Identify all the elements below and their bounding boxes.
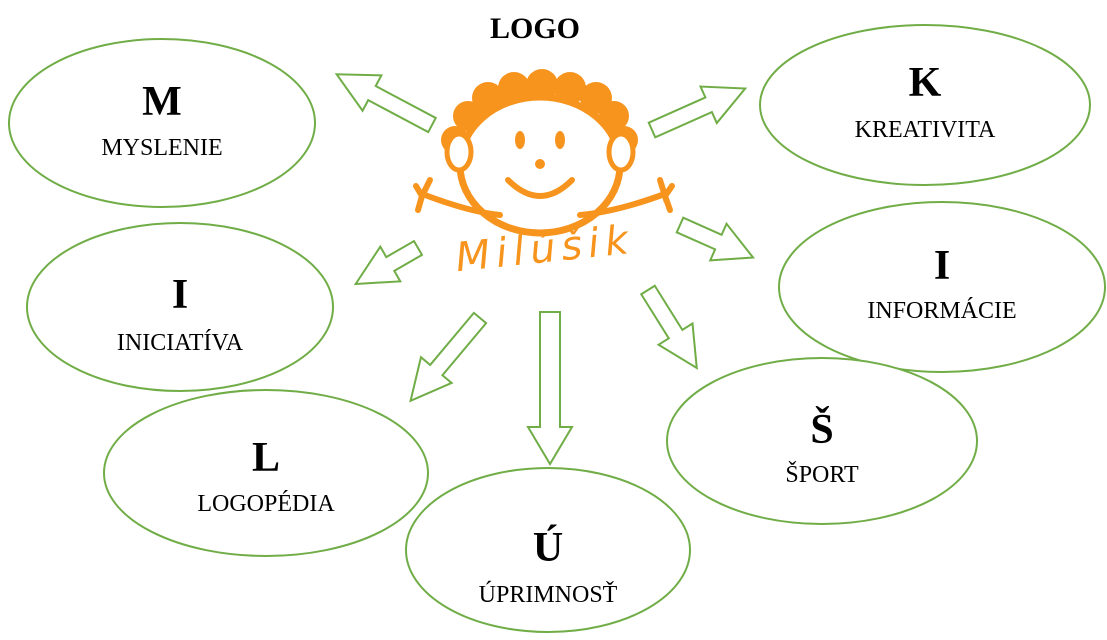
node-word: KREATIVITA (855, 117, 996, 143)
node-letter: Ú (533, 524, 563, 571)
node-word: ÚPRIMNOSŤ (479, 581, 618, 608)
diagram-title: LOGO (490, 12, 580, 45)
node-myslenie[interactable]: M MYSLENIE (8, 38, 316, 208)
node-uprimnost[interactable]: Ú ÚPRIMNOSŤ (405, 467, 691, 633)
arrow-to-logopedia (409, 311, 488, 403)
milusik-logo: Milúšik (413, 69, 675, 281)
node-word: INICIATÍVA (117, 330, 244, 356)
bubble-ellipse (759, 24, 1091, 186)
arrow-to-informacie (675, 216, 756, 262)
arrow-to-iniciativa (353, 239, 424, 286)
node-letter: I (934, 243, 950, 289)
logo-mouth (505, 177, 575, 199)
node-word: ŠPORT (785, 461, 859, 488)
bubble-ellipse (103, 389, 429, 557)
logo-eye-left (515, 131, 525, 149)
node-word: INFORMÁCIE (867, 298, 1016, 324)
bubble-ellipse (778, 201, 1106, 373)
logo-name: Milúšik (453, 217, 636, 281)
bubble-ellipse (666, 357, 978, 525)
node-letter: L (252, 435, 280, 481)
node-letter: M (142, 79, 182, 125)
logo-nose (535, 159, 545, 169)
node-sport[interactable]: Š ŠPORT (666, 357, 978, 525)
node-letter: K (909, 60, 942, 106)
arrow-to-myslenie (334, 73, 438, 134)
node-letter: I (172, 272, 188, 318)
bubble-ellipse (405, 467, 691, 633)
logo-eye-right (555, 131, 565, 149)
arrow-to-uprimnost (526, 311, 574, 466)
logo-ear-left (444, 131, 474, 173)
logo-ear-right (606, 131, 636, 173)
node-letter: Š (810, 405, 833, 453)
node-informacie[interactable]: I INFORMÁCIE (778, 201, 1106, 373)
arrows (334, 73, 756, 466)
node-word: MYSLENIE (101, 135, 222, 161)
arrow-to-sport (639, 284, 698, 370)
logo-arms (413, 177, 675, 218)
node-iniciativa[interactable]: I INICIATÍVA (26, 222, 334, 392)
node-logopedia[interactable]: L LOGOPÉDIA (103, 389, 429, 557)
node-word: LOGOPÉDIA (197, 491, 335, 517)
bubble-ellipse (26, 222, 334, 392)
node-kreativita[interactable]: K KREATIVITA (759, 24, 1091, 186)
arrow-to-kreativita (647, 85, 748, 139)
bubble-ellipse (8, 38, 316, 208)
